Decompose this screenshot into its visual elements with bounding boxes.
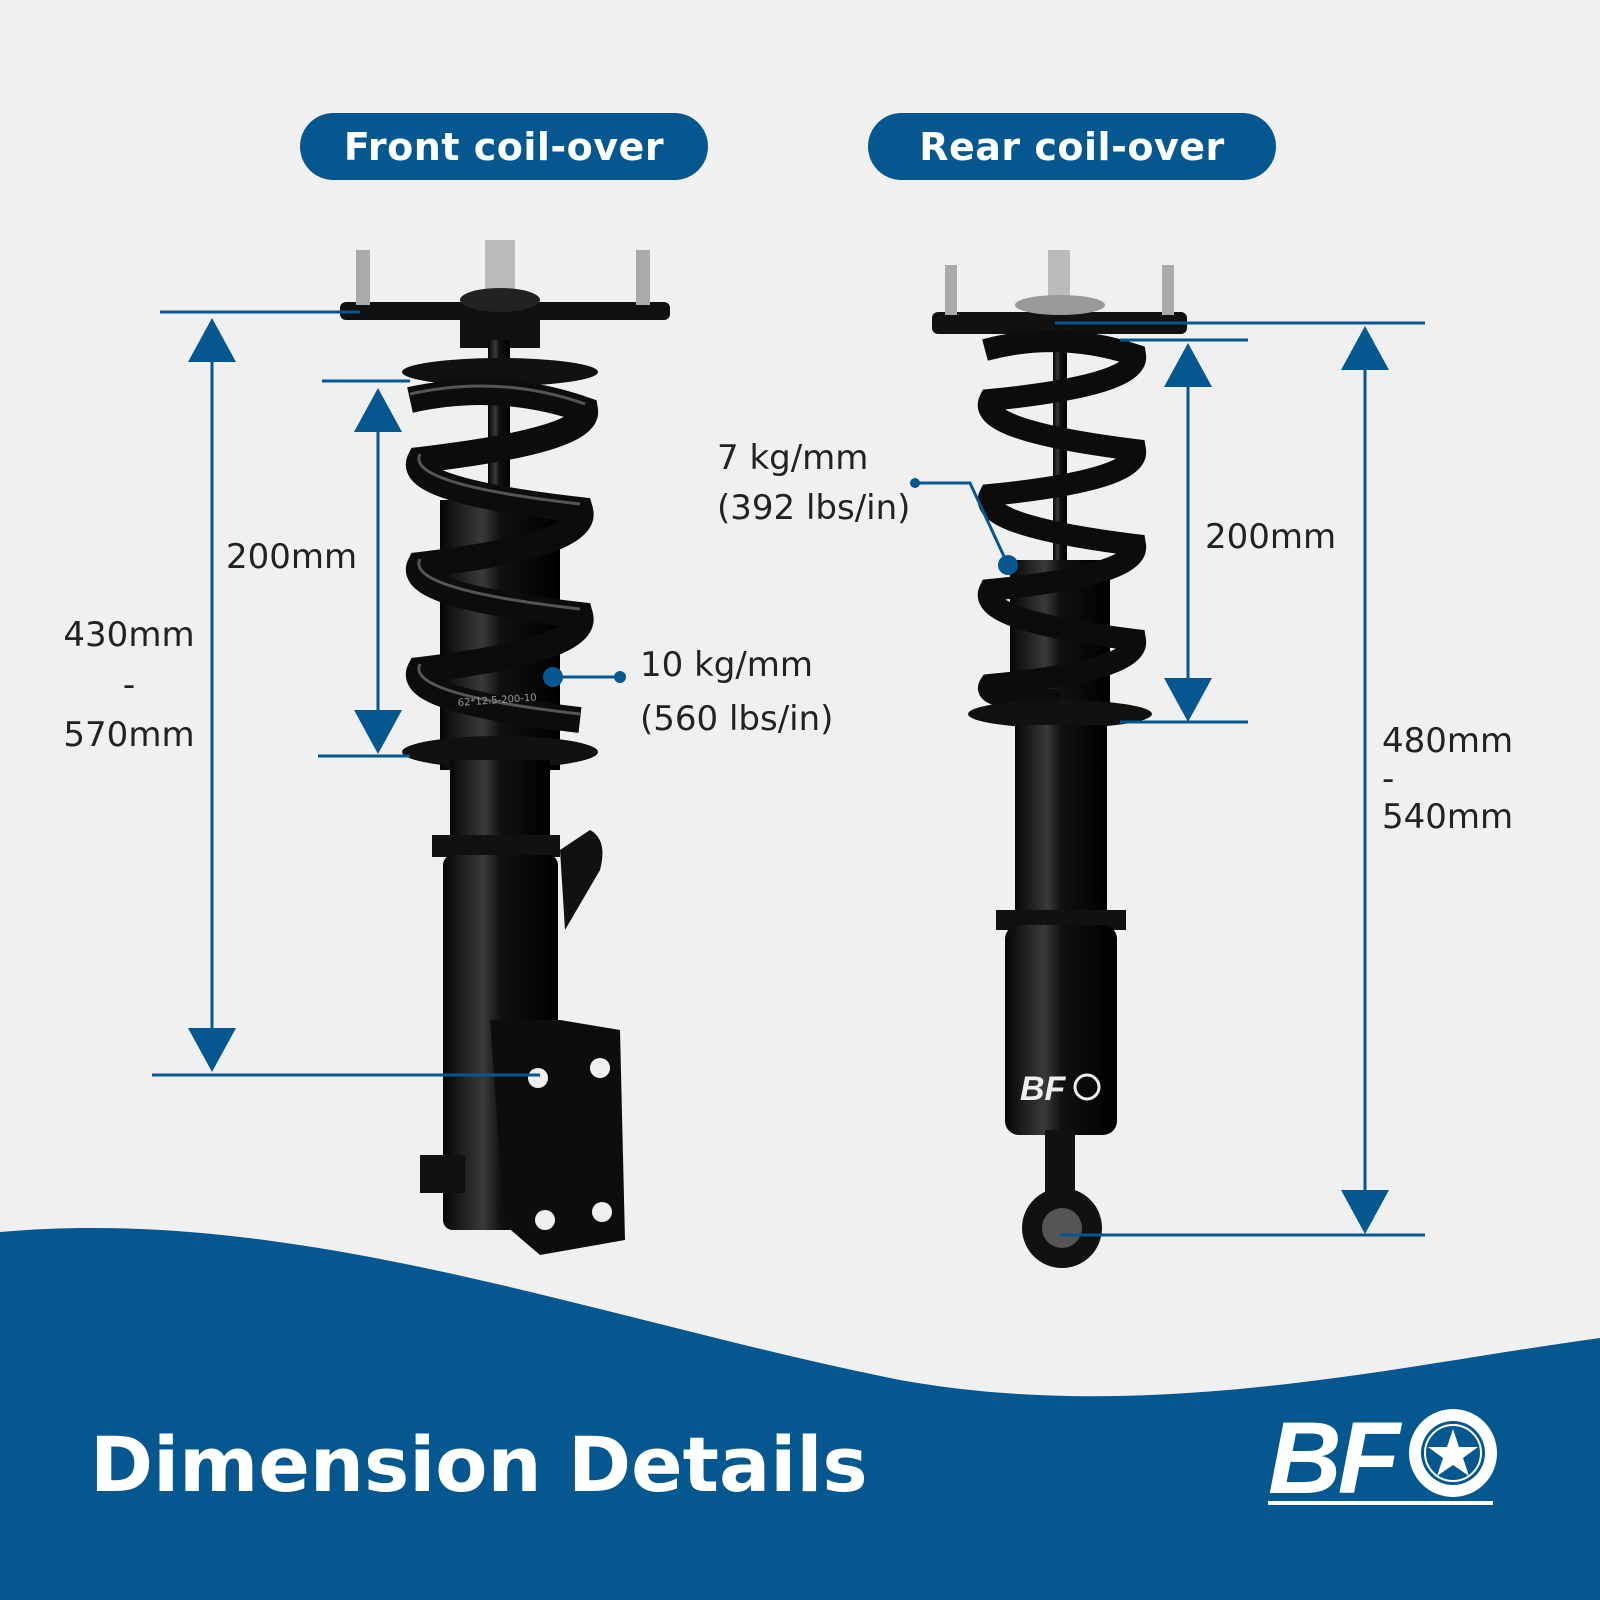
front-coilover-image: 62*12.5-200-10 — [340, 240, 670, 1255]
rear-spring-rate-kg: 7 kg/mm — [717, 438, 869, 478]
rear-total-length-label: 480mm - 540mm — [1382, 722, 1513, 836]
front-coilover-badge: Front coil-over — [300, 113, 708, 180]
front-total-sep: - — [122, 665, 136, 705]
rear-spring-rate-label: 7 kg/mm (392 lbs/in) — [717, 433, 910, 533]
rear-coilover-image: BF — [932, 250, 1187, 1268]
bfo-logo: BF — [1268, 1405, 1497, 1510]
svg-text:BF: BF — [1268, 1405, 1403, 1510]
front-spring-rate-lbs: (560 lbs/in) — [640, 699, 834, 739]
rear-total-min: 480mm — [1382, 721, 1514, 761]
rear-spring-length-label: 200mm — [1205, 517, 1337, 557]
front-total-min: 430mm — [63, 615, 195, 655]
rear-spring-rate-lbs: (392 lbs/in) — [717, 488, 911, 528]
star-icon — [1428, 1429, 1478, 1476]
front-total-max: 570mm — [63, 715, 195, 755]
rear-brand-mark: BF — [1020, 1070, 1067, 1108]
rear-total-sep: - — [1382, 759, 1395, 799]
rear-total-max: 540mm — [1382, 797, 1514, 837]
rear-brand-star-ring — [1073, 1073, 1101, 1101]
front-spring-rate-kg: 10 kg/mm — [640, 645, 814, 685]
arrowheads — [188, 318, 1389, 1234]
page-title: Dimension Details — [90, 1420, 868, 1509]
footer-wave — [0, 1227, 1600, 1600]
rear-coilover-badge: Rear coil-over — [868, 113, 1276, 180]
dimension-lines — [152, 310, 1425, 1237]
front-spring-length-label: 200mm — [226, 537, 358, 577]
front-spring-rate-label: 10 kg/mm (560 lbs/in) — [640, 638, 833, 746]
front-total-length-label: 430mm - 570mm — [55, 610, 203, 760]
front-spring-marking: 62*12.5-200-10 — [457, 693, 537, 709]
